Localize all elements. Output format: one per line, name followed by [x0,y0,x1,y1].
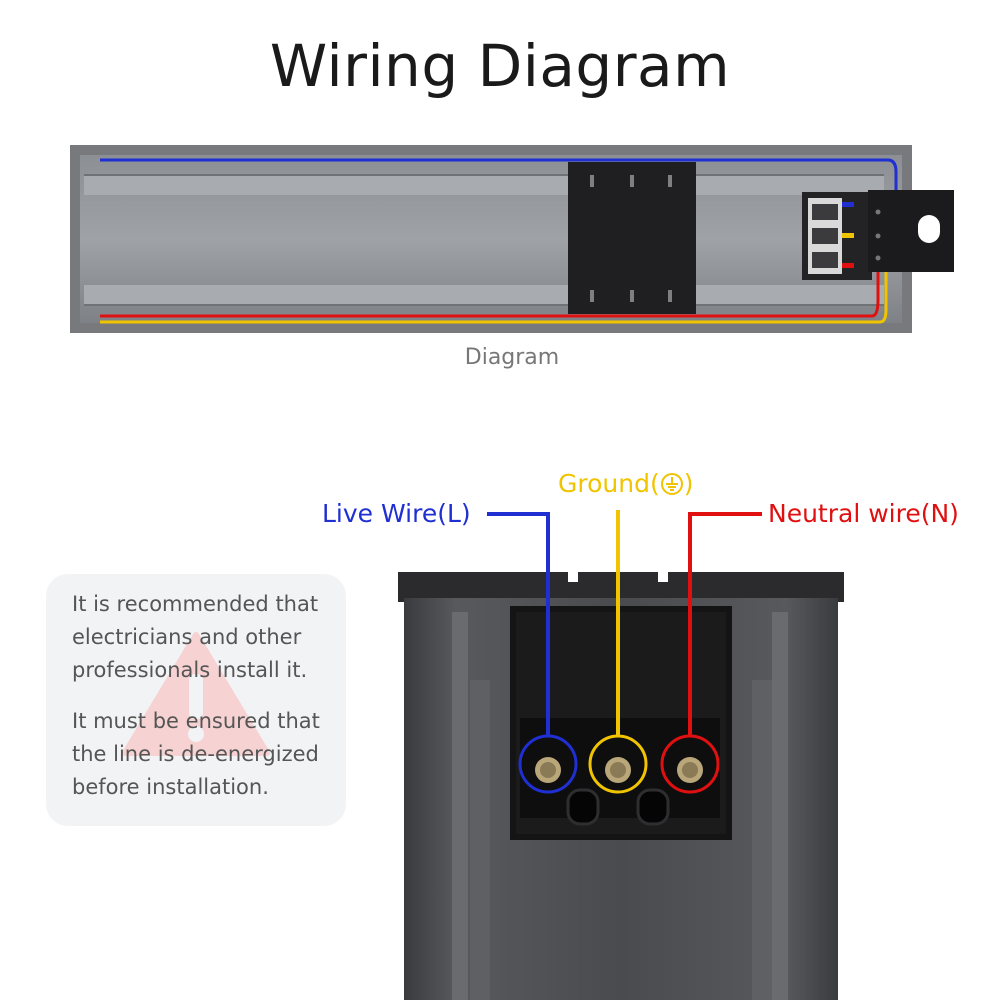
mounting-plate [568,162,696,314]
housing-top-cap [398,572,844,602]
terminal-tab [868,190,954,272]
screw-terminals [535,757,703,826]
live-wire-label: Live Wire(L) [322,499,471,528]
ground-symbol-icon [660,473,683,495]
ground-wire-bottom [100,234,888,324]
live-wire-top [100,158,898,207]
neutral-leader-line [688,512,762,736]
warning-triangle-icon [122,632,270,756]
installation-notice-card: It is recommended that electricians and … [46,574,346,826]
neutral-wire-label: Neutral wire(N) [768,499,959,528]
diagram-caption: Diagram [464,345,560,370]
neutral-wire-bottom [100,264,880,318]
ground-label: Ground( ) [558,469,694,498]
notice-paragraph-recommendation: It is recommended that electricians and … [72,592,319,682]
live-leader-line [487,512,550,736]
notice-paragraph-de-energize: It must be ensured that the line is de-e… [72,709,320,799]
page-title: Wiring Diagram [269,32,731,100]
